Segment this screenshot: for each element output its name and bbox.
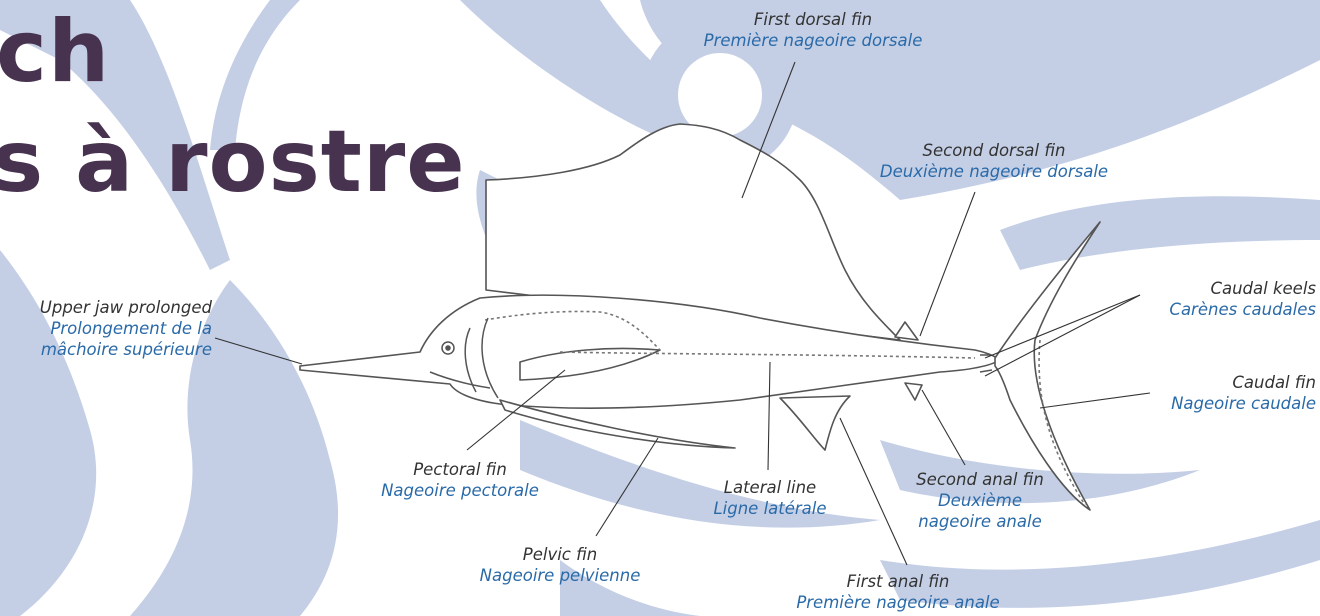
label-upper-jaw-prolonged: Upper jaw prolonged Prolongement de la m…	[0, 297, 212, 360]
label-en: Second anal fin	[890, 469, 1070, 490]
label-fr: Ligne latérale	[700, 498, 840, 519]
label-fr: Nageoire pelvienne	[462, 565, 658, 586]
label-second-anal-fin: Second anal fin Deuxième nageoire anale	[890, 469, 1070, 532]
label-second-dorsal-fin: Second dorsal fin Deuxième nageoire dors…	[866, 140, 1122, 182]
label-fr-line-2: nageoire anale	[890, 511, 1070, 532]
label-fr-line-2: mâchoire supérieure	[0, 339, 212, 360]
label-caudal-keels: Caudal keels Carènes caudales	[1140, 278, 1316, 320]
label-caudal-fin: Caudal fin Nageoire caudale	[1140, 372, 1316, 414]
label-fr: Première nageoire dorsale	[694, 30, 932, 51]
label-fr: Deuxième nageoire dorsale	[866, 161, 1122, 182]
label-fr: Carènes caudales	[1140, 299, 1316, 320]
label-en: Lateral line	[700, 477, 840, 498]
label-fr-line-1: Prolongement de la	[0, 318, 212, 339]
label-fr: Nageoire caudale	[1140, 393, 1316, 414]
label-pectoral-fin: Pectoral fin Nageoire pectorale	[360, 459, 560, 501]
label-en: First anal fin	[780, 571, 1016, 592]
label-en: First dorsal fin	[694, 9, 932, 30]
label-fr-line-1: Deuxième	[890, 490, 1070, 511]
label-pelvic-fin: Pelvic fin Nageoire pelvienne	[462, 544, 658, 586]
label-fr: Nageoire pectorale	[360, 480, 560, 501]
label-first-anal-fin: First anal fin Première nageoire anale	[780, 571, 1016, 613]
label-lateral-line: Lateral line Ligne latérale	[700, 477, 840, 519]
label-en: Caudal fin	[1140, 372, 1316, 393]
label-en: Pectoral fin	[360, 459, 560, 480]
label-en: Pelvic fin	[462, 544, 658, 565]
label-fr: Première nageoire anale	[780, 592, 1016, 613]
label-en: Second dorsal fin	[866, 140, 1122, 161]
label-en: Caudal keels	[1140, 278, 1316, 299]
label-en: Upper jaw prolonged	[0, 297, 212, 318]
label-first-dorsal-fin: First dorsal fin Première nageoire dorsa…	[694, 9, 932, 51]
